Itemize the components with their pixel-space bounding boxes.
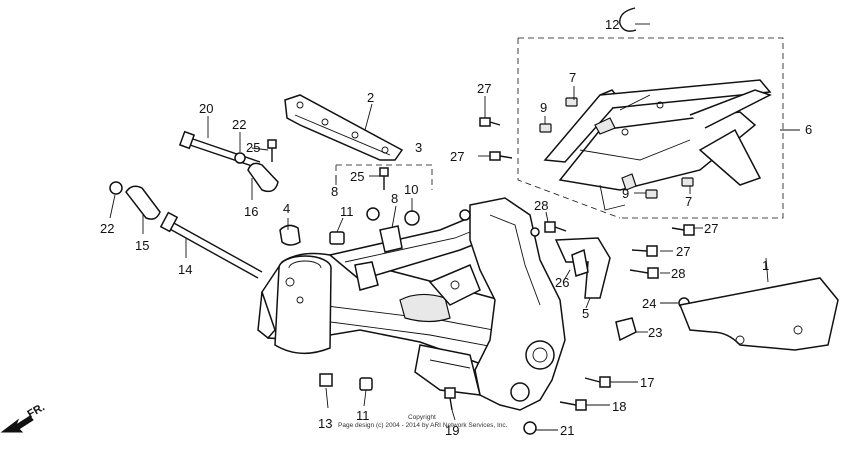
- label-part-24: 24: [642, 296, 656, 311]
- nut-part-11: [366, 207, 380, 221]
- bolt-part-18: [559, 399, 587, 411]
- label-part-8a: 8: [331, 184, 338, 199]
- nut-part-13: [319, 373, 333, 387]
- label-part-23: 23: [648, 325, 662, 340]
- bolt-part-20: [178, 130, 261, 169]
- label-part-19: 19: [445, 423, 459, 438]
- label-part-22b: 22: [100, 221, 114, 236]
- cap-part-21: [523, 421, 537, 435]
- label-part-9a: 9: [540, 100, 547, 115]
- label-part-7b: 7: [685, 194, 692, 209]
- pad-part-9b: [645, 189, 658, 199]
- label-part-12: 12: [605, 17, 619, 32]
- callout-labels: 1 2 3 4 5 6 7 7 8 8 9 9 10 11 11 12 13 1…: [100, 17, 812, 438]
- front-direction-arrow: FR.: [0, 401, 47, 433]
- bolt-part-25b: [379, 167, 389, 190]
- label-part-18: 18: [612, 399, 626, 414]
- label-part-20: 20: [199, 101, 213, 116]
- label-part-4: 4: [283, 201, 290, 216]
- bolt-part-17: [584, 376, 611, 388]
- label-part-25b: 25: [350, 169, 364, 184]
- cap-part-11b: [359, 377, 373, 391]
- bolt-part-28b: [629, 267, 659, 279]
- label-part-28a: 28: [534, 198, 548, 213]
- label-part-21: 21: [560, 423, 574, 438]
- label-part-9b: 9: [622, 186, 629, 201]
- nut-part-10: [404, 210, 420, 226]
- label-part-11a: 11: [340, 204, 354, 219]
- label-part-15: 15: [135, 238, 149, 253]
- label-part-27c: 27: [704, 221, 718, 236]
- washer-part-22b: [109, 181, 123, 195]
- label-part-26: 26: [555, 275, 569, 290]
- leader-lines: [109, 23, 800, 431]
- bolt-part-27c: [671, 224, 695, 236]
- label-part-28b: 28: [671, 266, 685, 281]
- clip-part-23: [615, 317, 637, 342]
- label-part-27a: 27: [477, 81, 491, 96]
- bolt-part-14: [159, 211, 263, 279]
- copyright-line-1: Copyright: [408, 414, 436, 421]
- copyright-notice: Copyright Page design (c) 2004 - 2014 by…: [338, 414, 508, 429]
- collar-part-15: [125, 185, 161, 220]
- rubber-part-4: [279, 224, 301, 246]
- clip-part-12: [619, 7, 637, 32]
- label-part-14: 14: [178, 262, 192, 277]
- label-part-5: 5: [582, 306, 589, 321]
- cap-part-11a: [329, 231, 345, 245]
- bracket-part-2: [284, 94, 404, 161]
- bolt-part-27a: [479, 117, 501, 127]
- label-part-25a: 25: [246, 140, 260, 155]
- bolt-part-25a: [267, 139, 277, 162]
- collar-part-16: [247, 162, 279, 193]
- label-part-27d: 27: [676, 244, 690, 259]
- seat-rail-group-box: [517, 37, 784, 219]
- label-part-3: 3: [415, 140, 422, 155]
- copyright-line-2: Page design (c) 2004 - 2014 by ARI Netwo…: [338, 422, 508, 429]
- label-part-27b: 27: [450, 149, 464, 164]
- main-frame: [257, 197, 566, 411]
- pad-part-7a: [565, 97, 578, 107]
- label-part-8b: 8: [391, 191, 398, 206]
- bolt-part-28a: [544, 221, 567, 233]
- label-part-2: 2: [367, 90, 374, 105]
- bolt-part-27b: [489, 151, 513, 161]
- label-part-11b: 11: [356, 408, 370, 423]
- label-part-1: 1: [762, 258, 769, 273]
- label-part-7a: 7: [569, 70, 576, 85]
- washer-part-22a: [234, 152, 246, 164]
- pad-part-7b: [681, 177, 694, 187]
- bracket-part-26: [571, 248, 589, 277]
- bracket-part-5: [554, 237, 611, 299]
- label-part-13: 13: [318, 416, 332, 431]
- label-part-16: 16: [244, 204, 258, 219]
- label-part-10: 10: [404, 182, 418, 197]
- front-direction-label: FR.: [26, 401, 47, 420]
- bolt-part-27d: [631, 245, 658, 257]
- plate-part-1: [678, 277, 839, 351]
- pad-part-9a: [539, 123, 552, 133]
- seat-rail-assembly: [543, 79, 772, 211]
- label-part-17: 17: [640, 375, 654, 390]
- label-part-6: 6: [805, 122, 812, 137]
- bolt-part-19: [444, 387, 456, 411]
- label-part-22a: 22: [232, 117, 246, 132]
